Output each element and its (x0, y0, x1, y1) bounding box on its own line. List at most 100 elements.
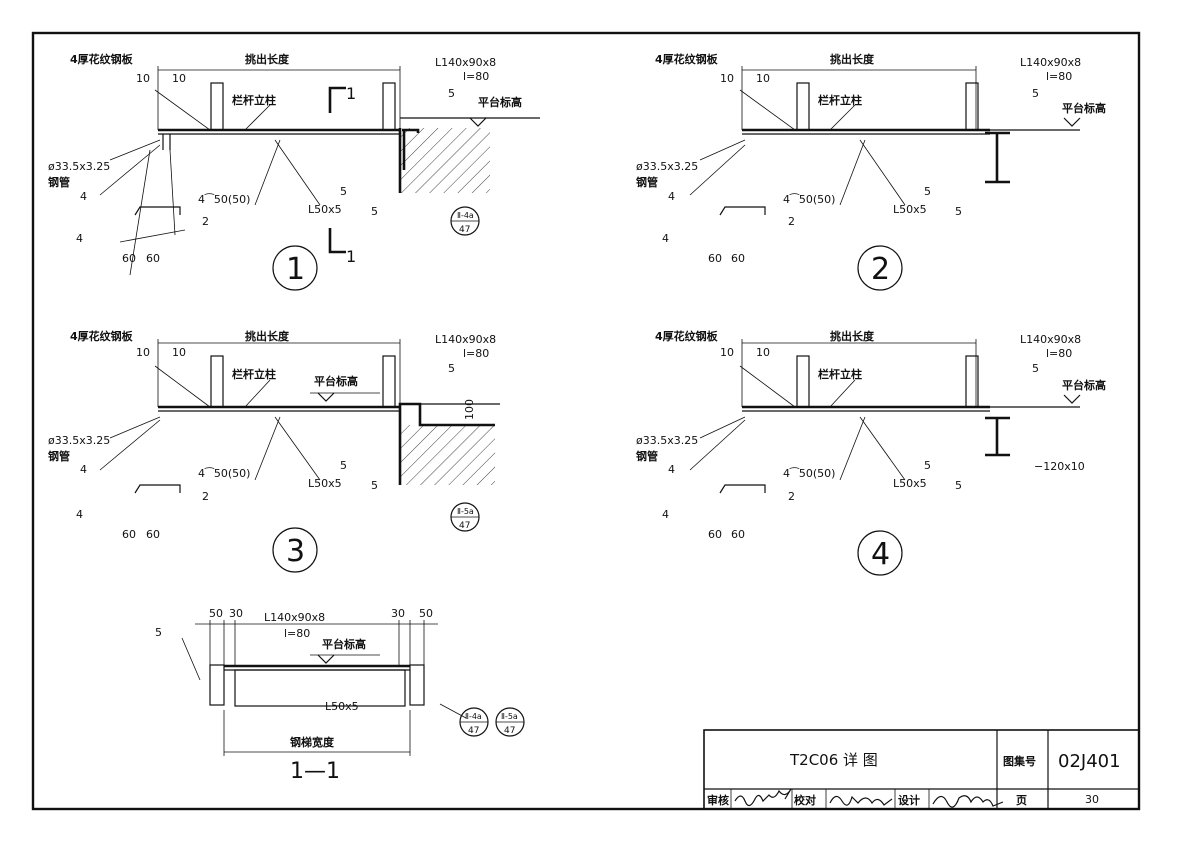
plate-label-3: 4厚花纹钢板 (70, 329, 134, 343)
page-number: 30 (1085, 793, 1099, 806)
post-label-3: 栏杆立柱 (232, 367, 276, 381)
section-title: 1—1 (290, 759, 340, 784)
dim10a-label-1: 10 (136, 72, 150, 85)
plate-label-1: 4厚花纹钢板 (70, 52, 134, 66)
weld4b-label-4: 4 (662, 508, 669, 521)
projection-length-label-2: 挑出长度 (830, 52, 875, 66)
angle-small-label-2: L50x5 (893, 203, 927, 216)
design-label: 设计 (898, 793, 920, 807)
ref-b-top-label-s: Ⅱ-5a (501, 712, 518, 721)
projection-length-label-3: 挑出长度 (245, 329, 290, 343)
plate-strip-label-4: −120x10 (1034, 460, 1085, 473)
platform-level-label-4: 平台标高 (1062, 378, 1106, 392)
weld4a-label-2: 4 (668, 190, 675, 203)
pipe-label-2: 钢管 (636, 175, 658, 189)
dim60a-label-2: 60 (708, 252, 722, 265)
title-block: T2C06 详 图 图集号 02J401 审核 校对 设计 页 30 (703, 729, 1140, 810)
ref-a-top-label-s: Ⅱ-4a (465, 712, 482, 721)
pipe-label-4: 钢管 (636, 449, 658, 463)
weld-label-2: 4⁀50(50) (783, 193, 835, 206)
dim10b-label-1: 10 (172, 72, 186, 85)
detail-number-1: 1 (286, 252, 305, 287)
dim60b-label-2: 60 (731, 252, 745, 265)
plate-label-4: 4厚花纹钢板 (655, 329, 719, 343)
pipe-size-label-1: ø33.5x3.25 (48, 160, 110, 173)
dim60b-label-4: 60 (731, 528, 745, 541)
detail-3: 4厚花纹钢板 挑出长度 L140x90x8 l=80 平台标高 栏杆立柱 ø33… (48, 329, 500, 573)
weld-label-4: 4⁀50(50) (783, 467, 835, 480)
angle-big-label-1: L140x90x8 (435, 56, 496, 69)
weld5b-label-1: 5 (340, 185, 347, 198)
dim60b-label-1: 60 (146, 252, 160, 265)
pipe-label-1: 钢管 (48, 175, 70, 189)
weld5-label-s: 5 (155, 626, 162, 639)
pipe-size-label-3: ø33.5x3.25 (48, 434, 110, 447)
dim2-label-2: 2 (788, 215, 795, 228)
weld5c-label-2: 5 (955, 205, 962, 218)
dim10b-label-3: 10 (172, 346, 186, 359)
angle-big-label-4: L140x90x8 (1020, 333, 1081, 346)
dim10b-label-4: 10 (756, 346, 770, 359)
section-mark-bottom-1: 1 (346, 247, 356, 266)
dim2-label-3: 2 (202, 490, 209, 503)
angle-len-label-1: l=80 (463, 70, 489, 83)
angle-big-label-2: L140x90x8 (1020, 56, 1081, 69)
ref-page-label-1: 47 (459, 225, 470, 235)
weld5b-label-4: 5 (924, 459, 931, 472)
angle-len-label-3: l=80 (463, 347, 489, 360)
detail-number-4: 4 (871, 537, 890, 572)
sheet-border (31, 31, 1141, 811)
weld4b-label-3: 4 (76, 508, 83, 521)
weld-label-3: 4⁀50(50) (198, 467, 250, 480)
weld4a-label-4: 4 (668, 463, 675, 476)
weld4b-label-1: 4 (76, 232, 83, 245)
page-label: 页 (1016, 794, 1027, 807)
section-1-1: 50 30 30 50 L140x90x8 l=80 平台标高 L50x5 5 … (155, 607, 525, 784)
detail-2: 4厚花纹钢板 挑出长度 L140x90x8 l=80 平台标高 栏杆立柱 ø33… (636, 52, 1106, 291)
angle-len-label-4: l=80 (1046, 347, 1072, 360)
projection-length-label-1: 挑出长度 (245, 52, 290, 66)
weld5c-label-4: 5 (955, 479, 962, 492)
angle-big-label-3: L140x90x8 (435, 333, 496, 346)
weld5a-label-1: 5 (448, 87, 455, 100)
weld-label-1: 4⁀50(50) (198, 193, 250, 206)
angle-small-label-3: L50x5 (308, 477, 342, 490)
stair-width-label: 钢梯宽度 (290, 735, 335, 749)
platform-level-label-1: 平台标高 (478, 95, 522, 109)
dim60b-label-3: 60 (146, 528, 160, 541)
weld5a-label-3: 5 (448, 362, 455, 375)
projection-length-label-4: 挑出长度 (830, 329, 875, 343)
plate-label-2: 4厚花纹钢板 (655, 52, 719, 66)
weld4a-label-1: 4 (80, 190, 87, 203)
platform-level-label-s: 平台标高 (322, 637, 366, 651)
platform-level-label-2: 平台标高 (1062, 101, 1106, 115)
pipe-size-label-2: ø33.5x3.25 (636, 160, 698, 173)
angle-big-label-s: L140x90x8 (264, 611, 325, 624)
dim30a-label-s: 30 (229, 607, 243, 620)
angle-len-label-2: l=80 (1046, 70, 1072, 83)
weld4a-label-3: 4 (80, 463, 87, 476)
weld5a-label-2: 5 (1032, 87, 1039, 100)
post-label-4: 栏杆立柱 (818, 367, 862, 381)
ref-top-label-3: Ⅱ-5a (457, 507, 474, 516)
ref-page-label-3: 47 (459, 521, 470, 531)
ref-a-page-label-s: 47 (468, 726, 479, 736)
detail-1: 4厚花纹钢板 挑出长度 L140x90x8 l=80 平台标高 栏杆立柱 ø33… (48, 52, 540, 291)
pipe-size-label-4: ø33.5x3.25 (636, 434, 698, 447)
review-label: 审核 (707, 793, 729, 807)
dim2-label-1: 2 (202, 215, 209, 228)
reviewer-signature (734, 788, 792, 807)
ref-b-page-label-s: 47 (504, 726, 515, 736)
weld4b-label-2: 4 (662, 232, 669, 245)
atlas-label: 图集号 (1003, 754, 1036, 768)
angle-small-label-4: L50x5 (893, 477, 927, 490)
post-label-2: 栏杆立柱 (818, 93, 862, 107)
dim50a-label-s: 50 (209, 607, 223, 620)
detail-number-3: 3 (286, 534, 305, 569)
weld5b-label-2: 5 (924, 185, 931, 198)
weld5b-label-3: 5 (340, 459, 347, 472)
angle-small-label-1: L50x5 (308, 203, 342, 216)
angle-len-label-s: l=80 (284, 627, 310, 640)
